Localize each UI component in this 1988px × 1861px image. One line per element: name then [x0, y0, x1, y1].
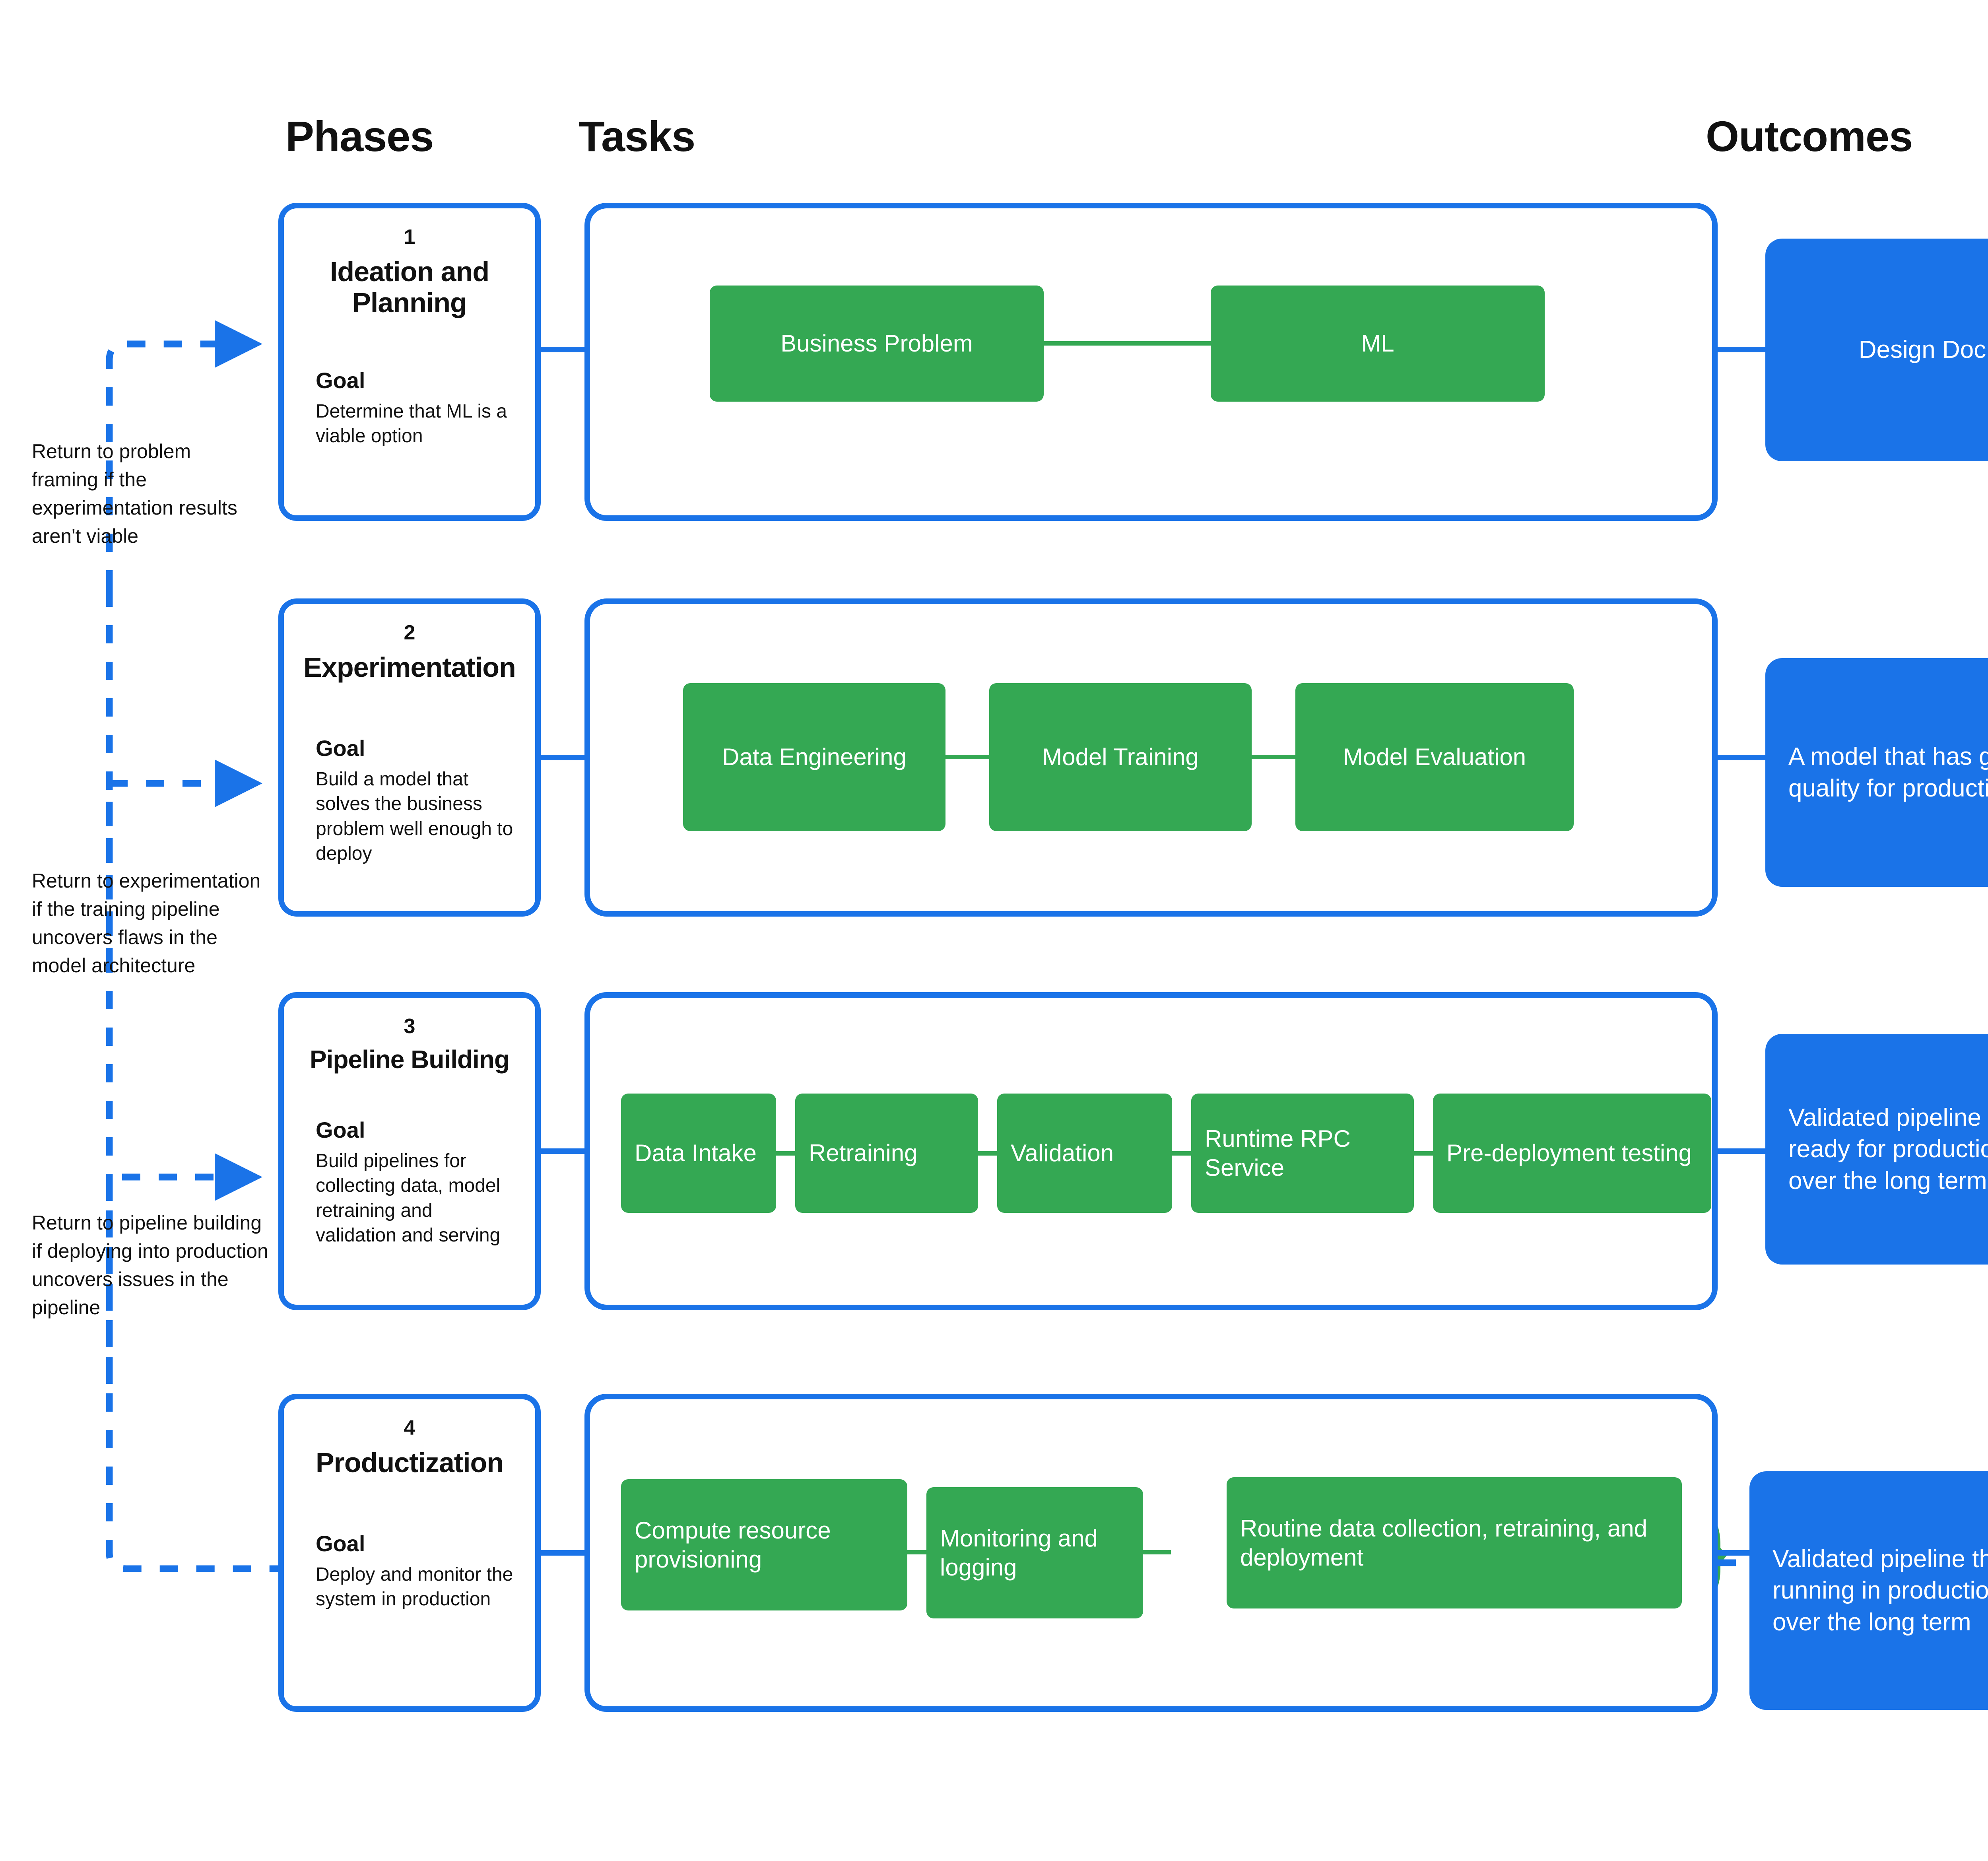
goal-text: Build pipelines for collecting data, mod… [316, 1150, 501, 1246]
outcome-card-1[interactable]: Design Doc [1765, 239, 1988, 461]
task-chip[interactable]: ML [1211, 286, 1545, 402]
connector-task-link [978, 1151, 997, 1156]
goal-label: Goal [316, 368, 365, 393]
task-chip[interactable]: Model Evaluation [1295, 683, 1574, 831]
goal-label: Goal [316, 1531, 365, 1556]
connector-task-link [1252, 755, 1295, 759]
phase-card-2[interactable]: 2 Experimentation Goal Build a model tha… [278, 598, 541, 917]
goal-text: Deploy and monitor the system in product… [316, 1564, 513, 1610]
task-chip[interactable]: Compute resource provisioning [621, 1479, 907, 1610]
task-chip[interactable]: Routine data collection, retraining, and… [1227, 1477, 1682, 1608]
task-chip[interactable]: Model Training [989, 683, 1252, 831]
connector-task-link [1172, 1151, 1191, 1156]
phase-number: 2 [404, 621, 415, 644]
phase-card-1[interactable]: 1 Ideation and Planning Goal Determine t… [278, 203, 541, 521]
task-chip[interactable]: Validation [997, 1094, 1172, 1213]
feedback-note-return-to-pipeline-building: Return to pipeline building if deploying… [32, 1212, 268, 1319]
goal-text: Determine that ML is a viable option [316, 401, 507, 447]
phase-title: Experimentation [303, 652, 516, 683]
task-chip[interactable]: Data Intake [621, 1094, 776, 1213]
task-chip[interactable]: Data Engineering [683, 683, 945, 831]
connector-tasks1-outcome1 [1718, 347, 1765, 352]
goal-label: Goal [316, 736, 365, 761]
feedback-note-return-to-experimentation-training: Return to experimentation if the trainin… [32, 870, 261, 977]
task-chip[interactable]: Runtime RPC Service [1191, 1094, 1414, 1213]
connector-tasks3-outcome3 [1718, 1148, 1765, 1154]
connector-task-link [776, 1151, 795, 1156]
connector-task1-task2 [1044, 341, 1211, 346]
connector-phase1-tasks [541, 347, 584, 352]
outcome-card-3[interactable]: Validated pipeline that's ready for prod… [1765, 1034, 1988, 1265]
task-chip[interactable]: Monitoring and logging [926, 1487, 1143, 1618]
connector-task-link [907, 1550, 926, 1554]
column-header-tasks: Tasks [579, 112, 695, 160]
connector-tasks2-outcome2 [1718, 755, 1765, 760]
task-chip[interactable]: Retraining [795, 1094, 978, 1213]
outcome-card-4[interactable]: Validated pipeline that's running in pro… [1749, 1471, 1988, 1710]
connector-phase3-tasks [541, 1148, 584, 1154]
connector-phase4-tasks [541, 1550, 584, 1556]
connector-phase2-tasks [541, 755, 584, 760]
goal-label: Goal [316, 1117, 365, 1142]
phase-card-4[interactable]: 4 Productization Goal Deploy and monitor… [278, 1394, 541, 1712]
phase-title: Productization [315, 1447, 504, 1478]
phase-number: 3 [404, 1015, 415, 1038]
connector-task-link [945, 755, 989, 759]
task-chip[interactable]: Business Problem [710, 286, 1044, 402]
connector-task-link [1414, 1151, 1433, 1156]
goal-text: Build a model that solves the business p… [316, 769, 513, 864]
column-header-phases: Phases [285, 112, 434, 160]
outcome-card-2[interactable]: A model that has good quality for produc… [1765, 658, 1988, 887]
phase-title: Pipeline Building [309, 1045, 510, 1074]
connector-task-link [1143, 1550, 1171, 1554]
phase-title: Ideation and Planning [330, 256, 489, 319]
column-header-outcomes: Outcomes [1706, 112, 1913, 160]
phase-number: 4 [404, 1416, 415, 1439]
task-chip[interactable]: Pre-deployment testing [1433, 1094, 1711, 1213]
phase-card-3[interactable]: 3 Pipeline Building Goal Build pipelines… [278, 992, 541, 1310]
phase-number: 1 [404, 225, 415, 249]
feedback-note-return-to-problem-framing: Return to problem framing if the experim… [32, 440, 237, 547]
